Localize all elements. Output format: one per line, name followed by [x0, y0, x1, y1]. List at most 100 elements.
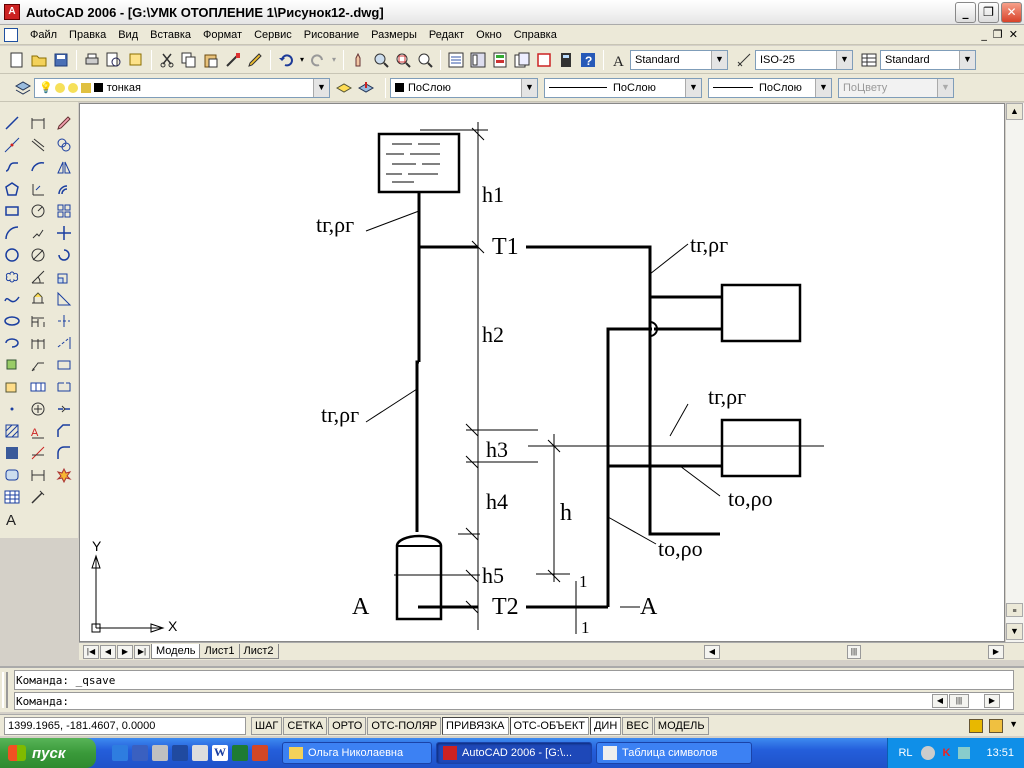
ordinate-dimension-icon[interactable] — [27, 178, 49, 200]
quicklaunch-app-icon[interactable] — [152, 745, 168, 761]
spline-icon[interactable] — [1, 288, 23, 310]
toggle-polar[interactable]: ОТС-ПОЛЯР — [367, 716, 442, 735]
make-block-icon[interactable] — [1, 376, 23, 398]
communication-center-icon[interactable] — [969, 718, 984, 733]
start-button[interactable]: пуск — [0, 738, 96, 768]
last-tab-button[interactable]: ▶| — [134, 644, 150, 659]
linetype-select[interactable]: ПоСлою▼ — [544, 77, 702, 98]
copy-icon[interactable] — [179, 50, 199, 70]
undo-dropdown-icon[interactable]: ▾ — [299, 55, 304, 64]
calculator-icon[interactable] — [556, 50, 576, 70]
extend-icon[interactable] — [53, 332, 75, 354]
zoom-window-icon[interactable] — [393, 50, 413, 70]
hatch-icon[interactable] — [1, 420, 23, 442]
layer-select[interactable]: 💡 тонкая ▼ — [34, 77, 330, 98]
jogged-dimension-icon[interactable] — [27, 222, 49, 244]
excel-icon[interactable] — [232, 745, 248, 761]
markup-icon[interactable] — [534, 50, 554, 70]
zoom-previous-icon[interactable] — [415, 50, 435, 70]
polyline-icon[interactable] — [1, 156, 23, 178]
move-icon[interactable] — [53, 222, 75, 244]
break-at-point-icon[interactable] — [53, 354, 75, 376]
lock-icon[interactable] — [989, 718, 1004, 733]
dimension-style-icon[interactable] — [27, 486, 49, 508]
cut-icon[interactable] — [157, 50, 177, 70]
quicklaunch-book-icon[interactable] — [172, 745, 188, 761]
dim-style-select[interactable]: ISO-25▼ — [755, 49, 853, 70]
ie-icon[interactable] — [112, 745, 128, 761]
angular-dimension-icon[interactable] — [27, 266, 49, 288]
minimize-button[interactable]: _ — [955, 1, 976, 23]
polygon-icon[interactable] — [1, 178, 23, 200]
first-tab-button[interactable]: |◀ — [83, 644, 99, 659]
menu-tools[interactable]: Сервис — [254, 28, 292, 41]
text-style-select[interactable]: Standard▼ — [630, 49, 728, 70]
table-icon[interactable] — [1, 486, 23, 508]
tab-layout1[interactable]: Лист1 — [199, 644, 240, 659]
tab-model[interactable]: Модель — [151, 644, 201, 659]
vertical-scrollbar[interactable]: ▲ ≡ ▼ — [1006, 103, 1024, 642]
network-icon[interactable] — [958, 747, 971, 759]
word-icon[interactable]: W — [212, 745, 228, 761]
center-mark-icon[interactable] — [27, 398, 49, 420]
quick-leader-icon[interactable] — [27, 354, 49, 376]
toggle-snap[interactable]: ШАГ — [251, 716, 283, 735]
radius-dimension-icon[interactable] — [27, 200, 49, 222]
toggle-osnap[interactable]: ПРИВЯЗКА — [442, 716, 509, 735]
menu-window[interactable]: Окно — [476, 28, 502, 41]
coordinates-display[interactable]: 1399.1965, -181.4607, 0.0000 — [4, 716, 246, 735]
toggle-lineweight[interactable]: ВЕС — [622, 716, 653, 735]
arc-length-icon[interactable] — [27, 156, 49, 178]
stretch-icon[interactable] — [53, 288, 75, 310]
paste-icon[interactable] — [201, 50, 221, 70]
make-object-layer-current-icon[interactable] — [334, 78, 354, 98]
line-icon[interactable] — [1, 112, 23, 134]
dimension-update-icon[interactable] — [27, 464, 49, 486]
horizontal-scroll-thumb[interactable]: ||| — [847, 644, 861, 659]
cmd-scroll-thumb[interactable]: ||| — [949, 694, 969, 708]
aligned-dimension-icon[interactable] — [27, 134, 49, 156]
ellipse-icon[interactable] — [1, 310, 23, 332]
tab-layout2[interactable]: Лист2 — [238, 644, 279, 659]
point-icon[interactable] — [1, 398, 23, 420]
chamfer-icon[interactable] — [53, 420, 75, 442]
baseline-dimension-icon[interactable] — [27, 310, 49, 332]
menu-dimension[interactable]: Размеры — [371, 28, 417, 41]
copy-object-icon[interactable] — [53, 134, 75, 156]
mirror-icon[interactable] — [53, 156, 75, 178]
match-properties-icon[interactable] — [223, 50, 243, 70]
redo-icon[interactable] — [308, 50, 328, 70]
autocad-app-icon[interactable]: A — [4, 4, 20, 20]
linear-dimension-icon[interactable] — [27, 112, 49, 134]
plot-preview-icon[interactable] — [104, 50, 124, 70]
scroll-up-button[interactable]: ▲ — [1006, 103, 1023, 120]
offset-icon[interactable] — [53, 178, 75, 200]
new-icon[interactable] — [7, 50, 27, 70]
command-input[interactable] — [14, 692, 1014, 710]
menu-format[interactable]: Формат — [203, 28, 243, 41]
table-style-icon[interactable] — [859, 50, 879, 70]
volume-icon[interactable] — [920, 746, 935, 760]
layer-manager-icon[interactable] — [13, 78, 33, 98]
scroll-left-button[interactable]: ◀ — [704, 644, 720, 659]
tolerance-icon[interactable] — [27, 376, 49, 398]
explode-icon[interactable] — [53, 464, 75, 486]
menu-file[interactable]: Файл — [30, 28, 58, 41]
redo-dropdown-icon[interactable]: ▾ — [331, 55, 336, 64]
drawing-canvas[interactable]: h1 h2 h3 h4 h5 h T1 T2 tг,ρг tг,ρг tг,ρг… — [79, 103, 1005, 642]
toggle-dyn[interactable]: ДИН — [589, 716, 622, 735]
join-icon[interactable] — [53, 398, 75, 420]
menu-insert[interactable]: Вставка — [150, 28, 192, 41]
quick-dimension-icon[interactable] — [27, 288, 49, 310]
document-icon[interactable] — [4, 27, 18, 42]
insert-block-icon[interactable] — [1, 354, 23, 376]
toggle-otrack[interactable]: ОТС-ОБЪЕКТ — [509, 716, 589, 735]
text-style-icon[interactable]: A — [609, 50, 629, 70]
ellipse-arc-icon[interactable] — [1, 332, 23, 354]
clock[interactable]: 13:51 — [986, 747, 1014, 759]
menu-draw[interactable]: Рисование — [303, 28, 360, 41]
cmd-scroll-left[interactable]: ◀ — [932, 694, 948, 708]
scroll-down-button[interactable]: ▼ — [1006, 623, 1023, 640]
toggle-ortho[interactable]: ОРТО — [328, 716, 367, 735]
menu-view[interactable]: Вид — [118, 28, 139, 41]
